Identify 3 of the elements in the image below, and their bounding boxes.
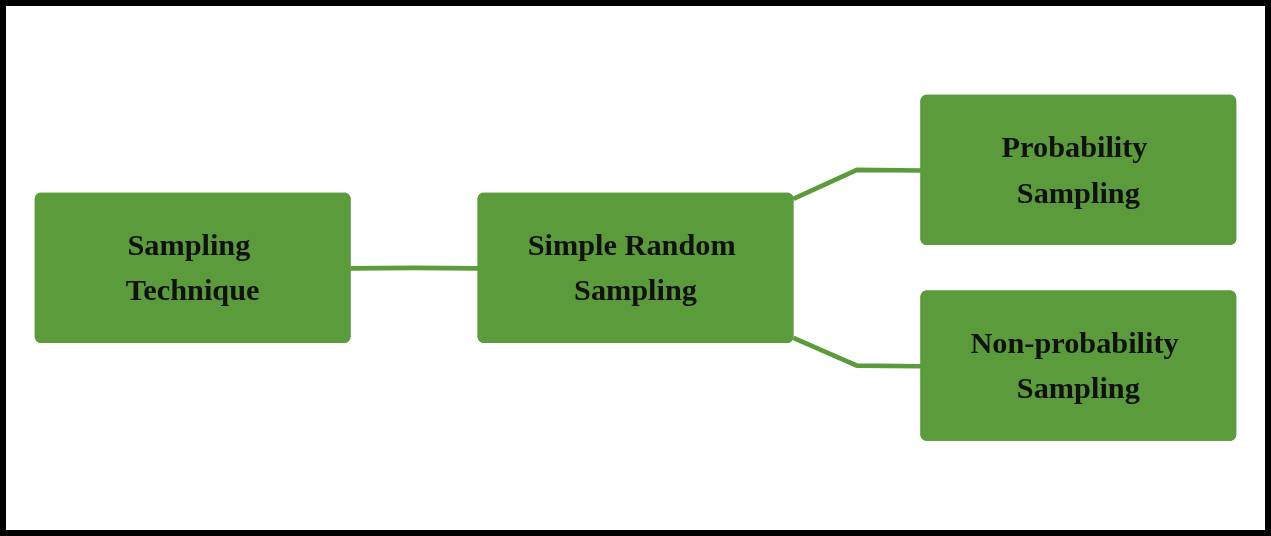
connector	[792, 335, 922, 369]
connector	[350, 265, 479, 271]
connector	[792, 167, 922, 202]
